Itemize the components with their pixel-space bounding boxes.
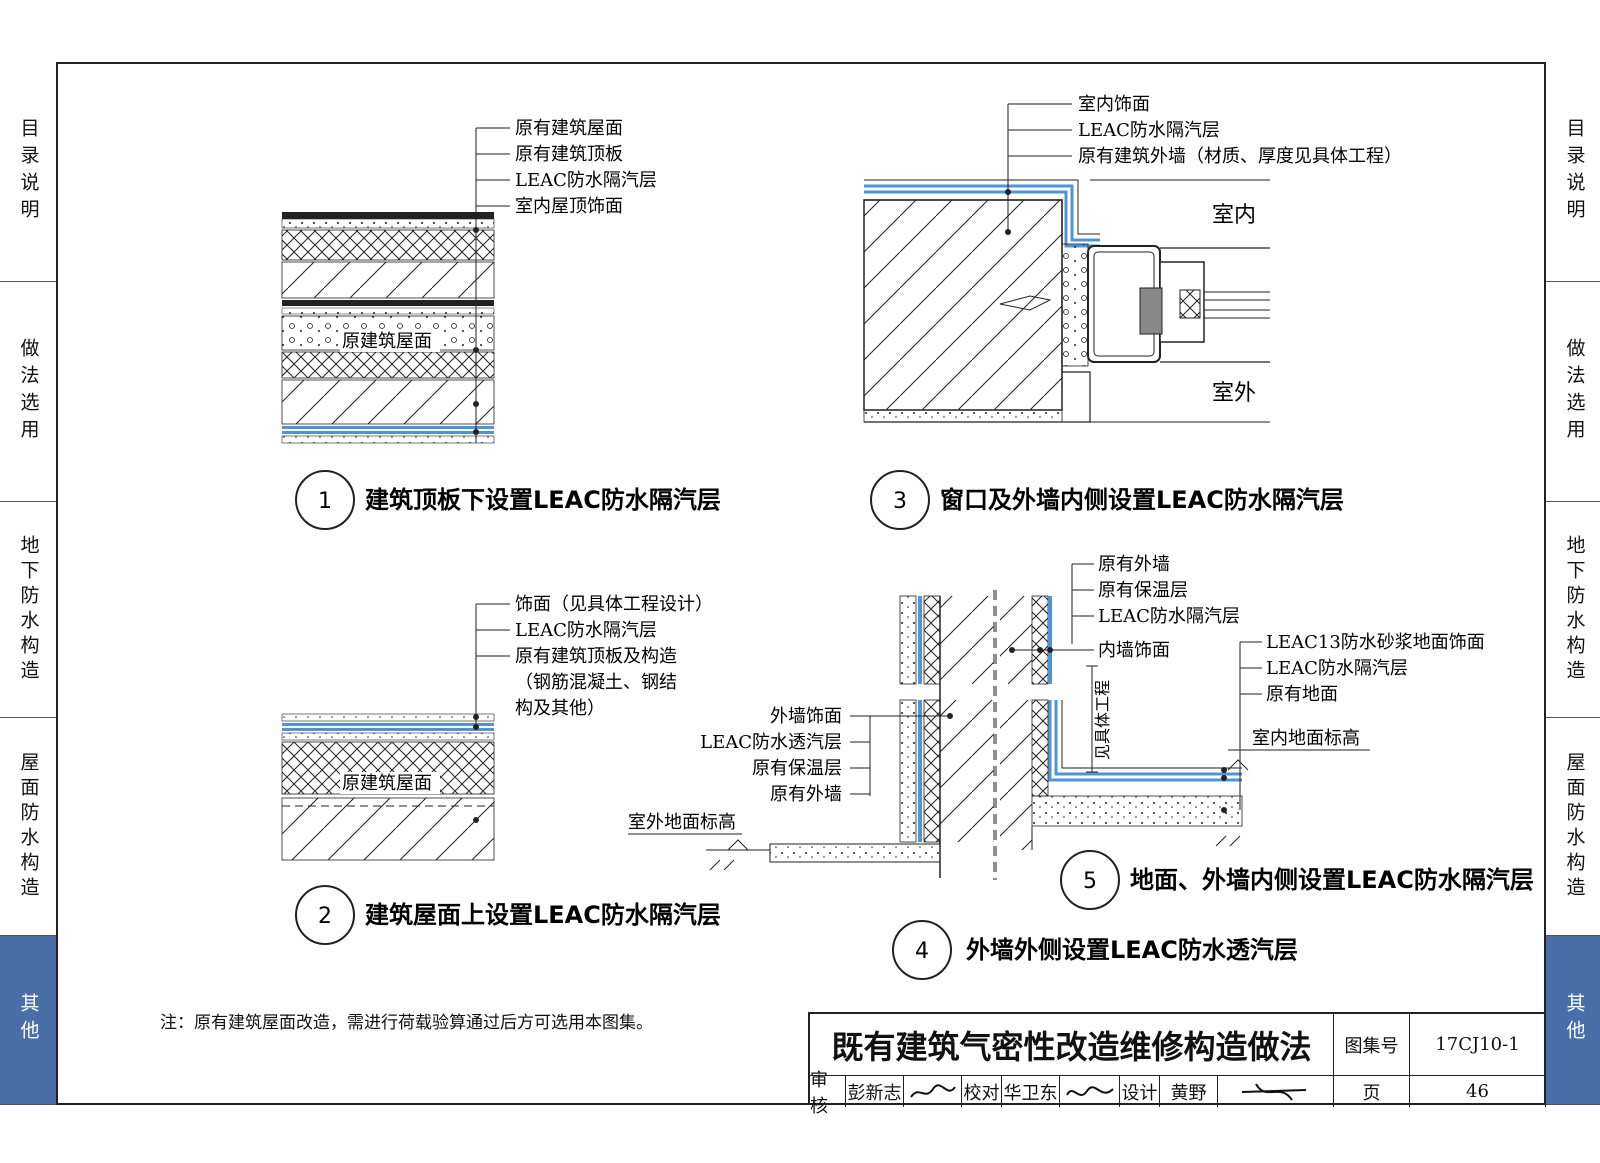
detail-5: 见具体工程 原有外墙 原有保温层 LEAC防水隔汽层 内墙饰面 LEAC13防水… — [995, 554, 1534, 910]
tab-label: 做法选用 — [1563, 337, 1586, 446]
d2-label-slab: 原有建筑顶板及构造 — [515, 646, 677, 667]
d4-caption: 外墙外侧设置LEAC防水透汽层 — [966, 936, 1298, 964]
tab-other[interactable]: 其他 — [0, 936, 56, 1105]
right-tab-column: 目录说明 做法选用 地下防水构造 屋面防水构造 其他 — [1544, 62, 1600, 1105]
d5-label-inner-finish: 内墙饰面 — [1098, 640, 1170, 661]
d5-label-leac: LEAC防水隔汽层 — [1098, 606, 1240, 627]
d3-label-wall: 原有建筑外墙（材质、厚度见具体工程） — [1078, 146, 1402, 167]
d3-indoor: 室内 — [1212, 203, 1256, 228]
d2-label-slab-3: 构及其他） — [515, 698, 605, 719]
tab-underground[interactable]: 地下防水构造 — [0, 502, 56, 718]
d3-label-interior: 室内饰面 — [1078, 94, 1150, 115]
d2-label-finish: 饰面（见具体工程设计） — [515, 594, 713, 615]
d5-label-floor: 原有地面 — [1266, 684, 1338, 705]
d1-inner-text: 原建筑屋面 — [342, 331, 432, 352]
checker-name: 华卫东 — [1002, 1076, 1060, 1107]
detail-1: 原建筑屋面 原有建筑屋面 原有建筑顶板 LEAC防水隔汽层 室内屋顶饰面 1 建… — [281, 118, 721, 530]
d5-floor-level: 室内地面标高 — [1252, 728, 1360, 749]
detail-3: 室内饰面 LEAC防水隔汽层 原有建筑外墙（材质、厚度见具体工程） 室内 室外 … — [863, 94, 1402, 530]
d1-label-leac: LEAC防水隔汽层 — [515, 170, 657, 191]
d5-number: 5 — [1083, 869, 1097, 894]
tab-label: 目录说明 — [17, 117, 40, 226]
d2-label-slab-2: （钢筋混凝土、钢结 — [515, 672, 677, 693]
title-block: 既有建筑气密性改造维修构造做法 图集号 17CJ10-1 审核 彭新志 校对 华… — [808, 1012, 1546, 1117]
designer-signature — [1218, 1076, 1334, 1107]
detail-4: 室外地面标高 外墙饰面 LEAC防水透汽层 原有保温层 原有外墙 4 外墙外侧设… — [628, 590, 1298, 980]
d1-caption: 建筑顶板下设置LEAC防水隔汽层 — [365, 486, 721, 514]
tab-other[interactable]: 其他 — [1546, 936, 1600, 1105]
tab-contents[interactable]: 目录说明 — [1546, 62, 1600, 282]
d4-label-leac: LEAC防水透汽层 — [700, 732, 842, 753]
tab-label: 其他 — [1563, 993, 1586, 1047]
tab-label: 地下防水构造 — [17, 534, 40, 685]
d3-number: 3 — [893, 489, 907, 514]
d2-caption: 建筑屋面上设置LEAC防水隔汽层 — [365, 901, 721, 929]
d1-label-roof: 原有建筑屋面 — [515, 118, 623, 139]
d2-inner-text: 原建筑屋面 — [342, 773, 432, 794]
tab-roof[interactable]: 屋面防水构造 — [0, 718, 56, 936]
tab-label: 屋面防水构造 — [1563, 751, 1586, 902]
d2-label-leac: LEAC防水隔汽层 — [515, 620, 657, 641]
d5-dim-text: 见具体工程 — [1093, 680, 1112, 760]
d5-label-floor-leac: LEAC防水隔汽层 — [1266, 658, 1408, 679]
left-tab-column: 目录说明 做法选用 地下防水构造 屋面防水构造 其他 — [0, 62, 58, 1105]
tab-label: 地下防水构造 — [1563, 534, 1586, 685]
d4-number: 4 — [915, 939, 929, 964]
tab-label: 目录说明 — [1563, 117, 1586, 226]
reviewer-signature — [904, 1076, 962, 1107]
atlas-label: 图集号 — [1334, 1014, 1410, 1076]
tab-method-selection[interactable]: 做法选用 — [1546, 282, 1600, 502]
sheet-title: 既有建筑气密性改造维修构造做法 — [810, 1014, 1334, 1076]
tab-label: 屋面防水构造 — [17, 751, 40, 902]
page-label: 页 — [1334, 1076, 1410, 1107]
d5-label-mortar: LEAC13防水砂浆地面饰面 — [1266, 632, 1485, 653]
tab-method-selection[interactable]: 做法选用 — [0, 282, 56, 502]
tab-contents[interactable]: 目录说明 — [0, 62, 56, 282]
checker-signature — [1060, 1076, 1120, 1107]
d3-label-leac: LEAC防水隔汽层 — [1078, 120, 1220, 141]
drawing-frame — [57, 62, 1544, 1105]
d5-label-wall: 原有外墙 — [1098, 554, 1170, 575]
drawing-note: 注：原有建筑屋面改造，需进行荷载验算通过后方可选用本图集。 — [160, 1013, 653, 1033]
d1-label-ceiling: 室内屋顶饰面 — [515, 196, 623, 217]
d4-label-wall: 原有外墙 — [770, 784, 842, 805]
d5-caption: 地面、外墙内侧设置LEAC防水隔汽层 — [1130, 866, 1534, 894]
d4-ground-label: 室外地面标高 — [628, 812, 736, 833]
d2-number: 2 — [318, 904, 332, 929]
detail-2: 原建筑屋面 饰面（见具体工程设计） LEAC防水隔汽层 原有建筑顶板及构造 （钢… — [281, 594, 721, 945]
d4-label-insulation: 原有保温层 — [752, 758, 842, 779]
tab-label: 其他 — [17, 993, 40, 1047]
review-label: 审核 — [810, 1070, 846, 1117]
page-number: 46 — [1410, 1076, 1546, 1107]
d3-outdoor: 室外 — [1212, 381, 1256, 406]
d5-label-insulation: 原有保温层 — [1098, 580, 1188, 601]
d1-number: 1 — [318, 489, 332, 514]
reviewer-name: 彭新志 — [846, 1076, 904, 1107]
atlas-number: 17CJ10-1 — [1410, 1014, 1546, 1076]
tab-roof[interactable]: 屋面防水构造 — [1546, 718, 1600, 936]
designer-name: 黄野 — [1160, 1076, 1218, 1107]
d1-label-slab: 原有建筑顶板 — [515, 144, 623, 165]
tab-underground[interactable]: 地下防水构造 — [1546, 502, 1600, 718]
tab-label: 做法选用 — [17, 337, 40, 446]
check-label: 校对 — [962, 1076, 1002, 1107]
d3-caption: 窗口及外墙内侧设置LEAC防水隔汽层 — [940, 486, 1344, 514]
design-label: 设计 — [1120, 1076, 1160, 1107]
d4-label-finish: 外墙饰面 — [770, 706, 842, 727]
